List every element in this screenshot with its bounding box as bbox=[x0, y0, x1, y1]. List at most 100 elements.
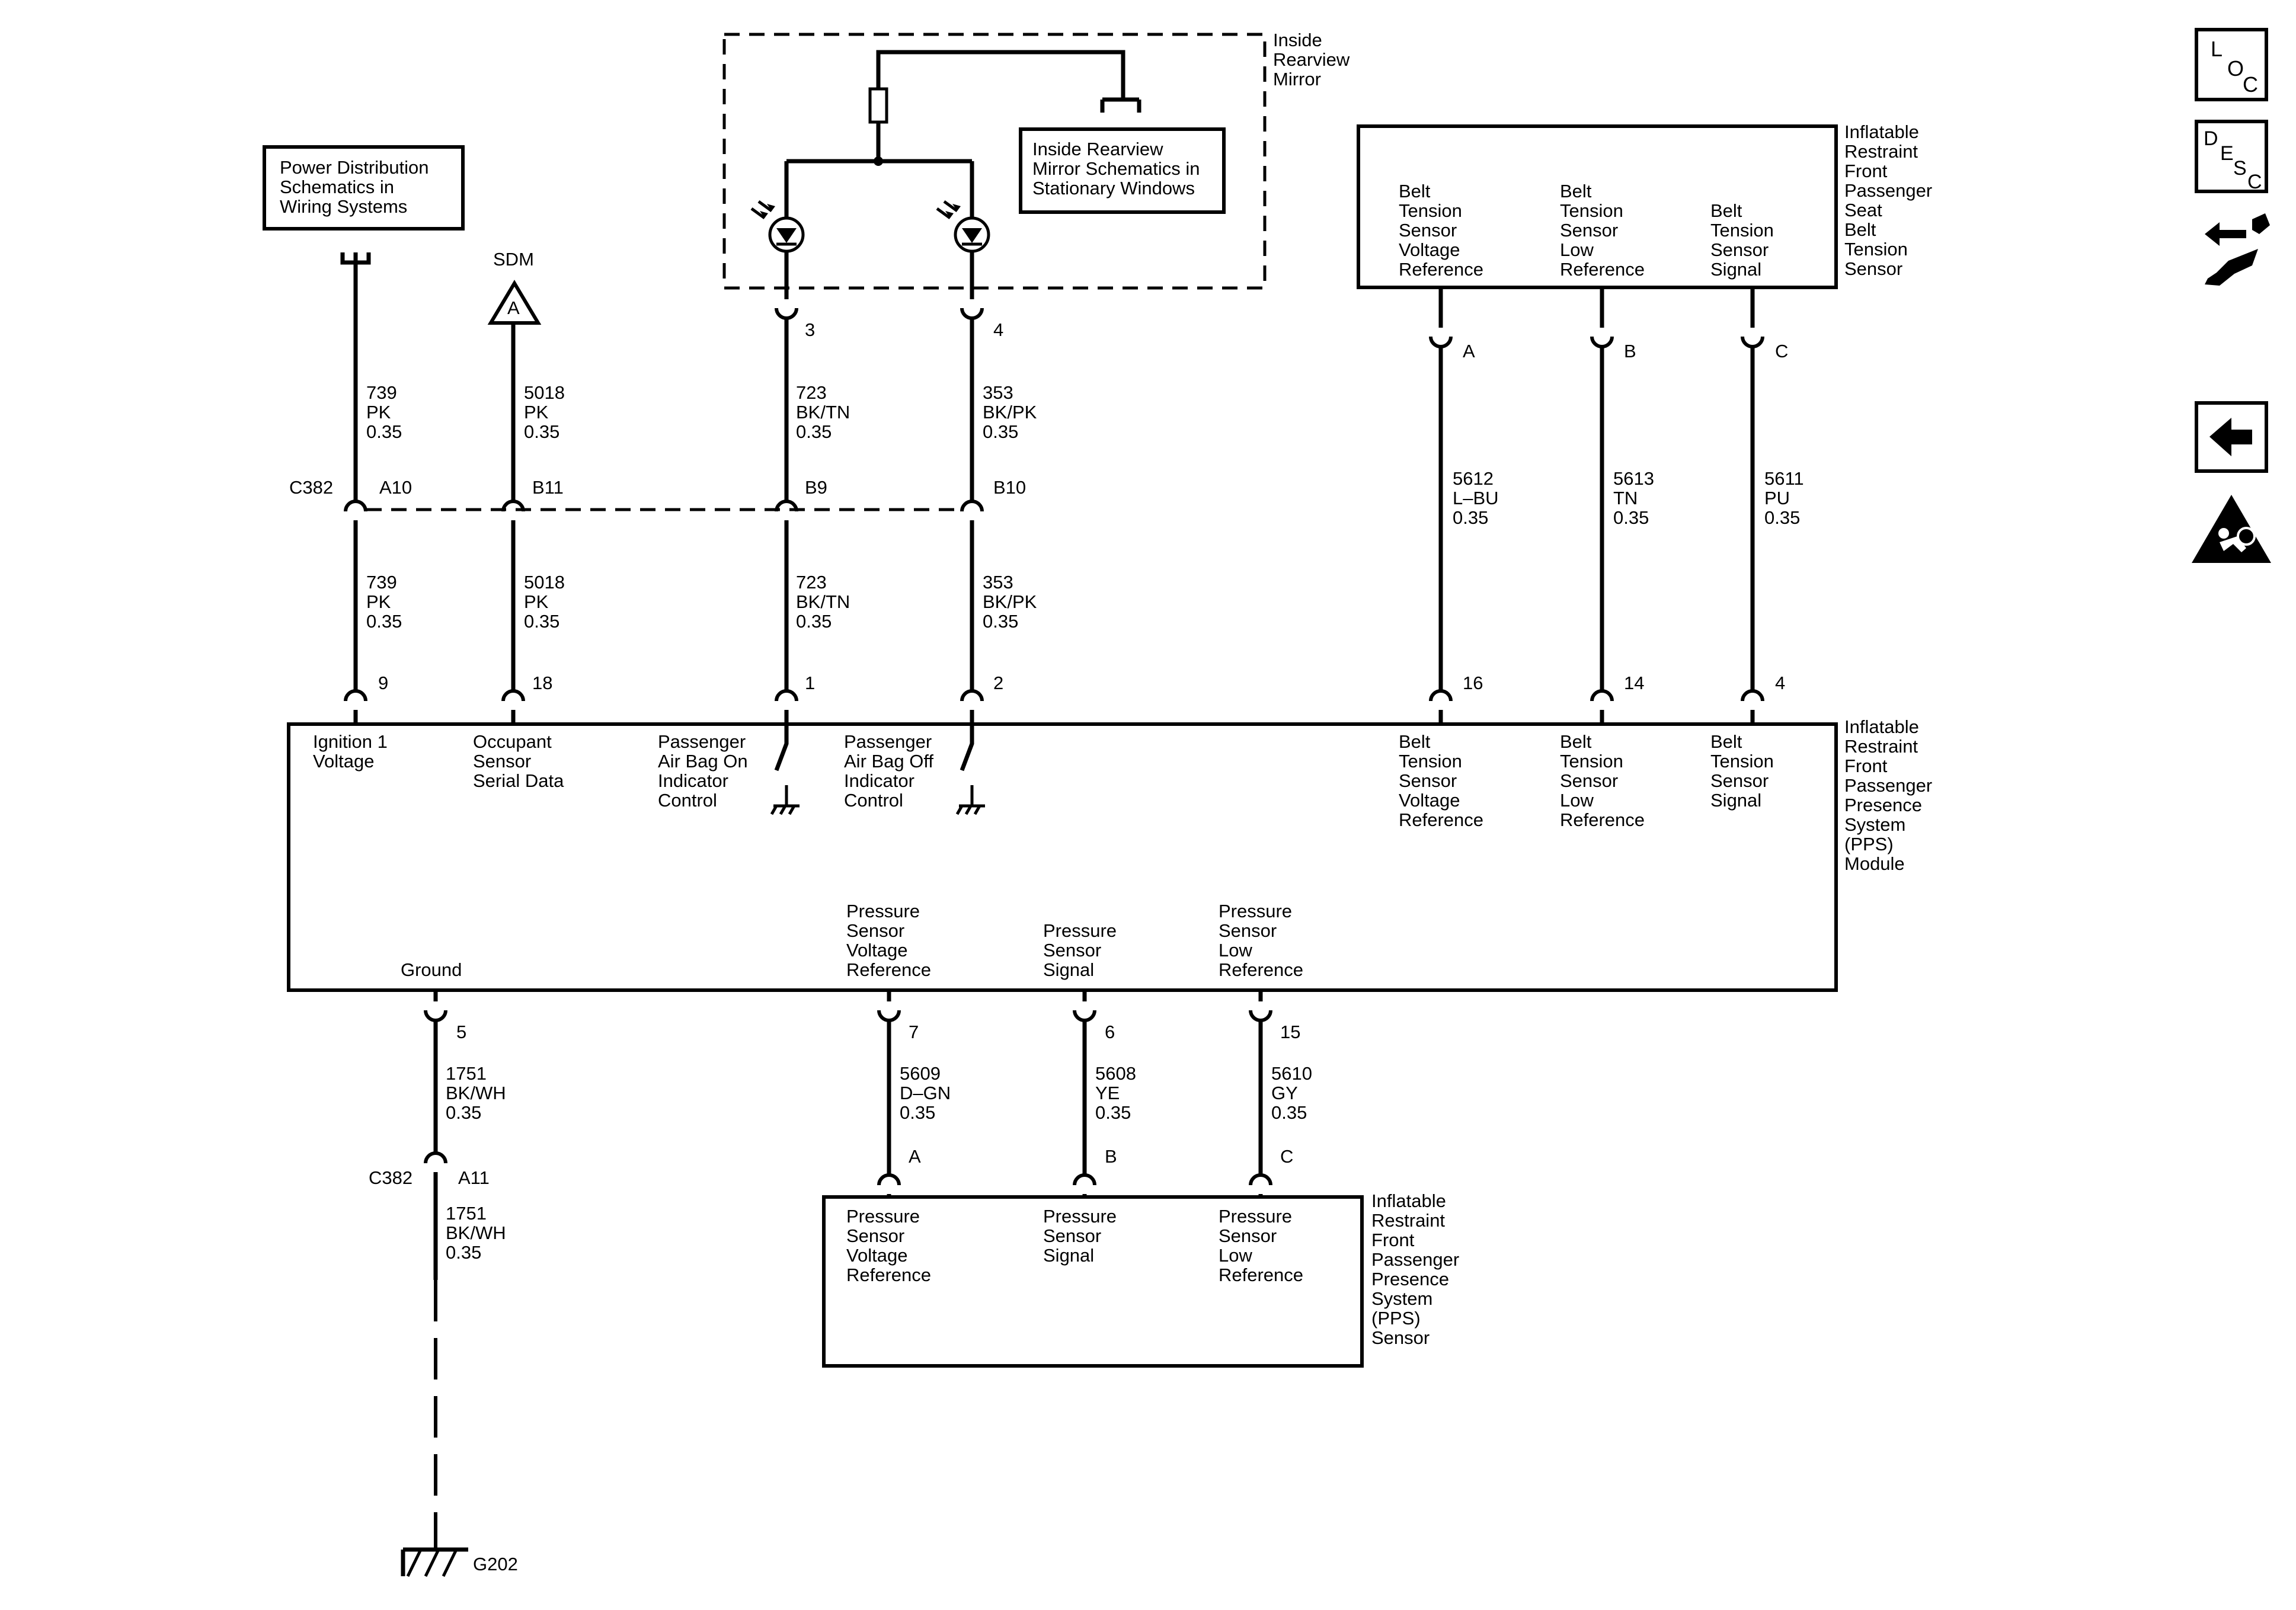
svg-text:Low: Low bbox=[1560, 239, 1594, 260]
svg-text:Passenger: Passenger bbox=[658, 731, 746, 752]
svg-text:Air Bag Off: Air Bag Off bbox=[844, 751, 933, 772]
svg-text:Inflatable: Inflatable bbox=[1844, 121, 1919, 142]
svg-text:0.35: 0.35 bbox=[1453, 507, 1488, 528]
svg-text:Tension: Tension bbox=[1560, 200, 1623, 221]
mirror-ref-bracket bbox=[1100, 100, 1141, 113]
back-arrow-button[interactable] bbox=[2195, 401, 2268, 473]
svg-text:Inflatable: Inflatable bbox=[1844, 716, 1919, 737]
module-pin-16: 16 bbox=[1463, 673, 1483, 693]
svg-text:723: 723 bbox=[796, 382, 827, 403]
wire-label-723-lower: 723 BK/TN 0.35 bbox=[796, 572, 850, 632]
description-button[interactable]: D E S C bbox=[2195, 120, 2268, 193]
module-label-ignition: Ignition 1 Voltage bbox=[313, 731, 388, 772]
sdm-label: SDM bbox=[493, 249, 534, 270]
svg-text:Front: Front bbox=[1844, 756, 1888, 776]
wire-label-739-upper: 739 PK 0.35 bbox=[366, 382, 402, 442]
desc-s: S bbox=[2233, 157, 2247, 180]
c382-pin-a11: A11 bbox=[458, 1167, 490, 1188]
c382-connector-label[interactable]: C382 bbox=[289, 477, 333, 498]
power-dist-line1: Power Distribution bbox=[280, 157, 429, 178]
belt-sensor-pin-c: C bbox=[1775, 341, 1788, 361]
module-label-air-bag-off: Passenger Air Bag Off Indicator Control bbox=[844, 731, 933, 811]
wire-label-739-lower: 739 PK 0.35 bbox=[366, 572, 402, 632]
svg-text:5610: 5610 bbox=[1271, 1063, 1312, 1084]
svg-text:Reference: Reference bbox=[1560, 809, 1645, 830]
ground-g202-icon[interactable] bbox=[401, 1547, 468, 1577]
mirror-title-3: Mirror bbox=[1273, 69, 1321, 89]
svg-text:Sensor: Sensor bbox=[1710, 239, 1769, 260]
loc-l: L bbox=[2211, 37, 2223, 61]
module-pin-1: 1 bbox=[805, 673, 815, 693]
module-pin-14: 14 bbox=[1624, 673, 1644, 693]
wire-label-1751-lower: 1751 BK/WH 0.35 bbox=[446, 1203, 506, 1263]
svg-text:0.35: 0.35 bbox=[1095, 1102, 1131, 1123]
svg-text:D–GN: D–GN bbox=[900, 1083, 951, 1103]
wire-label-5610: 5610 GY 0.35 bbox=[1271, 1063, 1312, 1123]
svg-text:Front: Front bbox=[1844, 161, 1888, 181]
svg-text:Low: Low bbox=[1560, 790, 1594, 811]
wire-label-5613: 5613 TN 0.35 bbox=[1613, 468, 1654, 528]
mirror-schematics-reference[interactable]: Inside Rearview Mirror Schematics in Sta… bbox=[1019, 127, 1226, 214]
svg-text:Inflatable: Inflatable bbox=[1371, 1190, 1446, 1211]
power-distribution-reference[interactable]: Power Distribution Schematics in Wiring … bbox=[263, 145, 465, 231]
desc-d: D bbox=[2204, 127, 2218, 150]
module-label-air-bag-on: Passenger Air Bag On Indicator Control bbox=[658, 731, 748, 811]
svg-text:Presence: Presence bbox=[1371, 1269, 1449, 1289]
svg-text:Signal: Signal bbox=[1710, 790, 1761, 811]
svg-text:5611: 5611 bbox=[1764, 468, 1804, 489]
svg-text:Sensor: Sensor bbox=[1399, 770, 1457, 791]
mirror-led-feed bbox=[784, 122, 974, 219]
svg-text:Low: Low bbox=[1219, 940, 1252, 961]
air-bag-off-led-icon bbox=[936, 200, 990, 296]
svg-text:GY: GY bbox=[1271, 1083, 1298, 1103]
svg-text:Indicator: Indicator bbox=[844, 770, 914, 791]
svg-text:Passenger: Passenger bbox=[1371, 1249, 1459, 1270]
belt-sensor-low-ref-label: Belt Tension Sensor Low Reference bbox=[1560, 181, 1645, 280]
svg-text:Sensor: Sensor bbox=[846, 1225, 904, 1246]
svg-text:Passenger: Passenger bbox=[1844, 775, 1932, 796]
svg-text:Restraint: Restraint bbox=[1844, 736, 1918, 757]
svg-text:L–BU: L–BU bbox=[1453, 488, 1499, 508]
wire-label-5018-lower: 5018 PK 0.35 bbox=[524, 572, 565, 632]
belt-sensor-signal-label: Belt Tension Sensor Signal bbox=[1710, 200, 1774, 280]
svg-text:Belt: Belt bbox=[1710, 200, 1742, 221]
c382-ground-connector-label[interactable]: C382 bbox=[369, 1167, 412, 1188]
svg-text:Voltage: Voltage bbox=[313, 751, 374, 772]
pps-sensor-label-signal: Pressure Sensor Signal bbox=[1043, 1206, 1117, 1266]
svg-text:Pressure: Pressure bbox=[1219, 1206, 1292, 1227]
air-bag-on-led-icon bbox=[750, 200, 805, 296]
svg-text:Sensor: Sensor bbox=[1710, 770, 1769, 791]
pin-symbols bbox=[344, 299, 1764, 1194]
svg-text:0.35: 0.35 bbox=[796, 611, 832, 632]
wire-label-353-lower: 353 BK/PK 0.35 bbox=[983, 572, 1037, 632]
svg-text:Presence: Presence bbox=[1844, 795, 1922, 815]
loc-c: C bbox=[2243, 72, 2258, 97]
module-label-belt-voltage-ref: Belt Tension Sensor Voltage Reference bbox=[1399, 731, 1483, 830]
location-button[interactable]: L O C bbox=[2195, 28, 2268, 101]
svg-text:0.35: 0.35 bbox=[366, 421, 402, 442]
wire-label-5609: 5609 D–GN 0.35 bbox=[900, 1063, 951, 1123]
mirror-junction bbox=[874, 156, 883, 166]
wire-label-353-upper: 353 BK/PK 0.35 bbox=[983, 382, 1037, 442]
svg-text:Tension: Tension bbox=[1399, 200, 1462, 221]
svg-text:System: System bbox=[1371, 1288, 1432, 1309]
mirror-box-line3: Stationary Windows bbox=[1032, 178, 1195, 199]
mirror-box-line1: Inside Rearview bbox=[1032, 139, 1163, 159]
svg-text:0.35: 0.35 bbox=[1613, 507, 1649, 528]
svg-text:Sensor: Sensor bbox=[1560, 770, 1618, 791]
svg-text:Reference: Reference bbox=[1399, 809, 1483, 830]
svg-text:Pressure: Pressure bbox=[1043, 920, 1117, 941]
airbag-warning-icon[interactable] bbox=[2192, 495, 2271, 563]
svg-text:Reference: Reference bbox=[1560, 259, 1645, 280]
svg-text:Tension: Tension bbox=[1844, 239, 1908, 260]
power-dist-line3: Wiring Systems bbox=[280, 196, 407, 217]
connector-diagnostic-icon[interactable] bbox=[2205, 213, 2270, 286]
svg-text:Voltage: Voltage bbox=[1399, 790, 1460, 811]
svg-text:Belt: Belt bbox=[1560, 181, 1592, 201]
c382-pin-b11: B11 bbox=[532, 477, 564, 498]
svg-text:739: 739 bbox=[366, 382, 397, 403]
c382-pin-b10: B10 bbox=[993, 477, 1026, 498]
mirror-box-line2: Mirror Schematics in bbox=[1032, 158, 1200, 179]
air-bag-on-switch bbox=[770, 724, 800, 815]
